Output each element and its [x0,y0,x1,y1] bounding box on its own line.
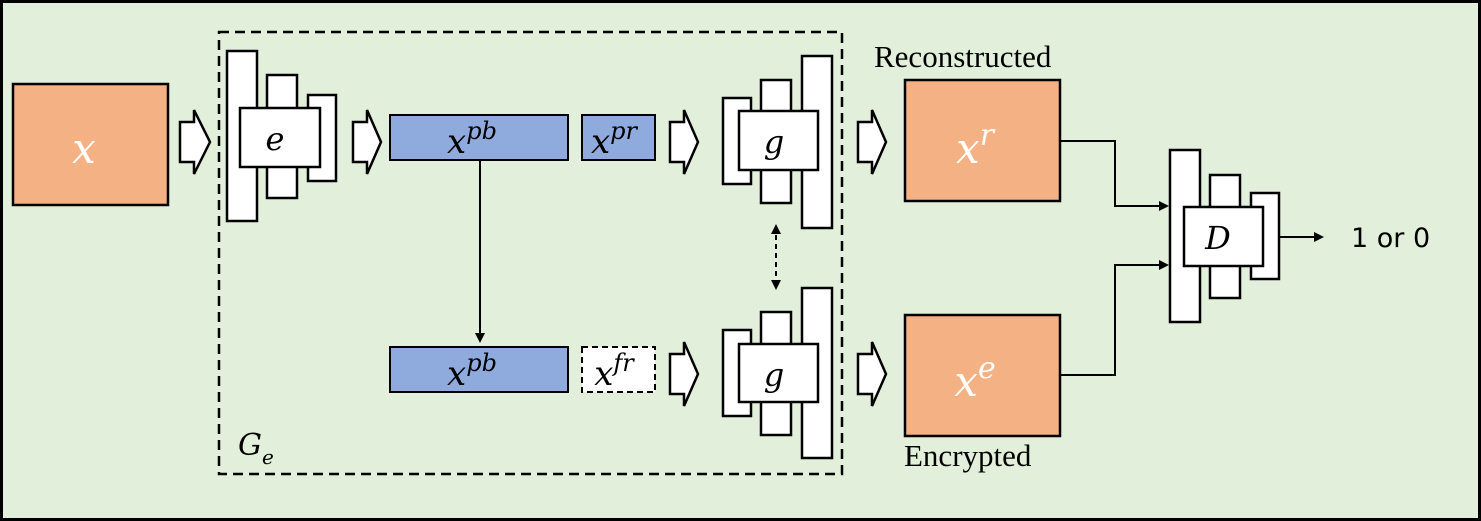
discriminator-block: D [1168,148,1281,324]
encoder-label: e [266,120,285,158]
input-image-box [11,82,170,207]
latent-pr-top-box [581,114,656,161]
input-image-label: x [72,124,96,173]
generator-top-label: g [764,123,784,161]
flow-arrow-icon [856,109,888,175]
reconstructed-caption: Reconstructed [874,39,1052,74]
latent-pb-bottom-label: xpb [447,349,497,394]
latent-fr-bottom-label: xfr [594,349,635,394]
encrypted-to-discriminator-arrow [1060,260,1169,376]
output-label: 1 or 0 [1351,223,1430,254]
flow-arrow-icon [351,109,383,175]
generator-bottom-block: g [721,286,834,460]
encrypted-caption: Encrypted [904,438,1032,473]
latent-fr-bottom-box [581,346,656,393]
flow-arrow-icon [668,109,700,175]
latent-pb-top-label: xpb [447,117,497,162]
discriminator-label: D [1204,219,1231,257]
latent-pb-top-box [389,114,569,161]
flow-arrow-icon [178,109,212,175]
encrypted-image-label: xe [954,351,995,406]
generator-group-label: Ge [238,428,274,469]
flow-arrow-icon [856,341,888,407]
generator-group-frame [217,30,844,476]
reconstructed-image-label: xr [956,118,996,173]
flow-arrow-icon [668,341,700,407]
latent-pb-bottom-box [389,346,569,393]
generator-top-block: g [721,54,834,230]
latent-pr-top-label: xpr [591,117,639,162]
encoder-block: e [225,49,338,223]
generator-bottom-label: g [764,356,784,394]
reconstructed-to-discriminator-arrow [1060,140,1169,211]
